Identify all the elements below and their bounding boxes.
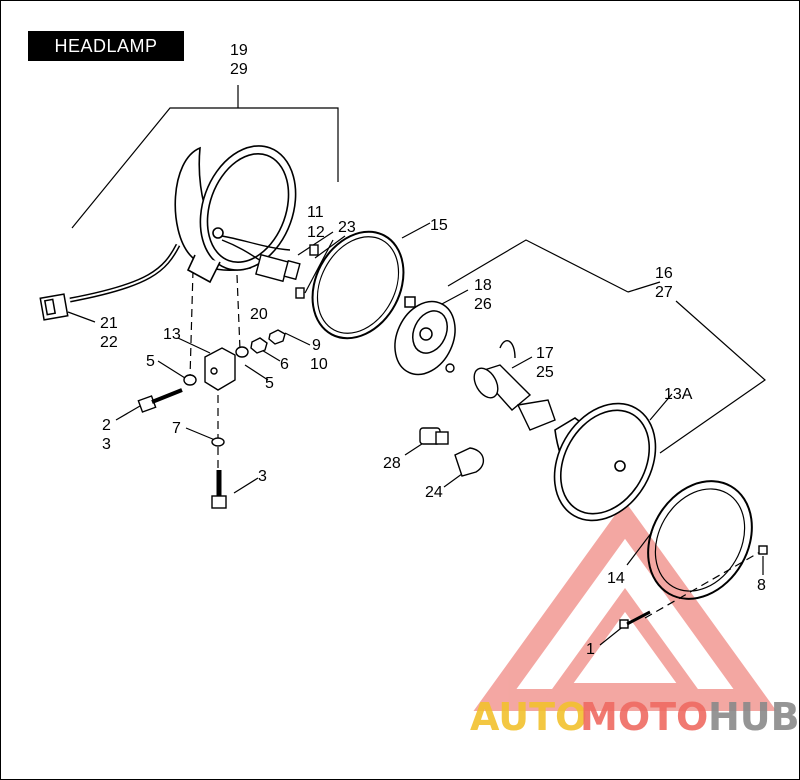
label-20: 20 <box>250 306 268 323</box>
label-13A: 13A <box>664 386 693 403</box>
label-25: 25 <box>536 364 554 381</box>
headlamp-bulb <box>445 340 556 431</box>
wire-harness <box>221 235 319 299</box>
label-29: 29 <box>230 61 248 78</box>
label-5-left: 5 <box>146 353 155 370</box>
bulb-socket <box>394 296 456 376</box>
label-7: 7 <box>172 420 181 437</box>
label-27: 27 <box>655 284 673 301</box>
label-28: 28 <box>383 455 401 472</box>
label-14: 14 <box>607 570 625 587</box>
watermark-logo: AUTO MOTO HUB <box>470 695 800 739</box>
label-10: 10 <box>310 356 328 373</box>
label-13: 13 <box>163 326 181 343</box>
label-5-right: 5 <box>265 375 274 392</box>
label-3-upper: 3 <box>102 436 111 453</box>
hardware-parts <box>137 329 768 629</box>
gasket-ring <box>311 230 405 340</box>
label-1: 1 <box>586 641 595 658</box>
label-2: 2 <box>102 417 111 434</box>
label-8: 8 <box>757 577 766 594</box>
label-22: 22 <box>100 334 118 351</box>
label-15: 15 <box>430 217 448 234</box>
label-12: 12 <box>307 224 325 241</box>
label-9: 9 <box>312 337 321 354</box>
watermark-auto: AUTO <box>470 695 587 739</box>
sealed-beam-lamp <box>553 402 657 522</box>
label-3-lower: 3 <box>258 468 267 485</box>
label-11: 11 <box>307 204 324 221</box>
label-16: 16 <box>655 265 673 282</box>
label-21: 21 <box>100 315 118 332</box>
trim-ring <box>647 480 753 600</box>
diagram-title: HEADLAMP <box>28 31 184 61</box>
headlamp-housing <box>69 145 297 303</box>
wire-connector <box>39 293 69 321</box>
watermark-triangle <box>473 501 777 711</box>
label-24: 24 <box>425 484 443 501</box>
leader-lines <box>67 85 766 646</box>
label-17: 17 <box>536 345 554 362</box>
label-6: 6 <box>280 356 289 373</box>
label-19: 19 <box>230 42 248 59</box>
label-18: 18 <box>474 277 492 294</box>
part-labels: 19 29 11 12 23 15 16 27 18 26 17 25 13A … <box>100 42 766 658</box>
watermark-moto: MOTO <box>580 695 708 739</box>
label-26: 26 <box>474 296 492 313</box>
watermark-hub: HUB <box>708 695 800 739</box>
label-23: 23 <box>338 219 356 236</box>
